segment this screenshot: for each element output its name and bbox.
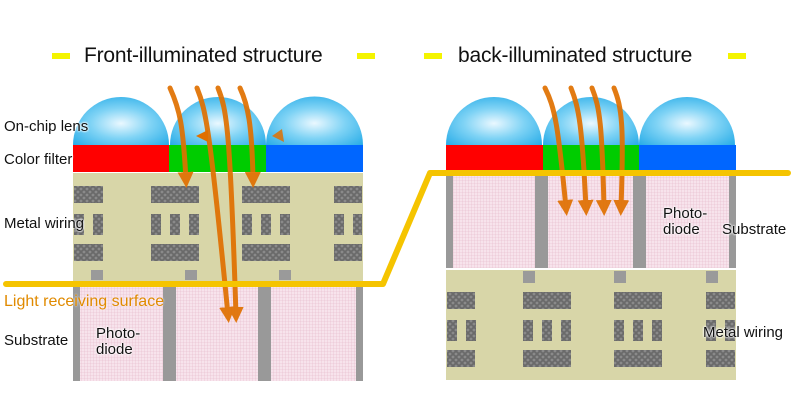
back-contact xyxy=(614,271,626,283)
front-metal-post xyxy=(189,214,199,235)
title-decoration xyxy=(357,53,375,59)
back-separator xyxy=(446,172,453,268)
back-substrate xyxy=(446,172,736,268)
photodiode-line1: Photo- xyxy=(96,325,141,342)
back-wiring-layer xyxy=(446,270,736,380)
front-lens xyxy=(73,97,169,145)
front-lens xyxy=(266,96,363,145)
label-light-receiving-surface: Light receiving surface xyxy=(4,293,165,310)
front-light-ray xyxy=(215,85,244,323)
front-substrate xyxy=(73,286,363,381)
title-decoration xyxy=(424,53,442,59)
label-photodiode-front: Photo- diode xyxy=(96,326,140,358)
front-contact xyxy=(91,270,103,280)
front-metal-post xyxy=(74,214,84,235)
front-metal-post xyxy=(93,214,103,235)
front-metal-bar xyxy=(334,186,362,203)
back-metal-bar xyxy=(523,350,571,367)
front-metal-bar xyxy=(74,186,103,203)
back-contact xyxy=(706,271,718,283)
back-metal-bar xyxy=(614,292,662,309)
back-separator xyxy=(729,172,736,268)
front-metal-bar xyxy=(151,186,199,203)
label-color-filter: Color filter xyxy=(4,151,73,168)
back-structure xyxy=(446,85,736,380)
back-metal-bar xyxy=(614,350,662,367)
back-metal-bar xyxy=(523,292,571,309)
label-substrate-back: Substrate xyxy=(722,221,787,238)
front-red-filter xyxy=(73,145,169,172)
label-metal-wiring-back: Metal wiring xyxy=(703,324,784,341)
front-light-ray xyxy=(167,85,194,188)
back-title: back-illuminated structure xyxy=(458,44,693,67)
back-metal-bar xyxy=(706,350,735,367)
label-substrate-front: Substrate xyxy=(4,332,69,349)
back-metal-post xyxy=(466,320,476,341)
back-metal-post xyxy=(725,320,735,341)
back-metal-post xyxy=(652,320,662,341)
label-on-chip-lens: On-chip lens xyxy=(4,118,89,135)
back-red-filter xyxy=(446,145,543,171)
back-light-rays xyxy=(542,85,630,216)
label-metal-wiring-front: Metal wiring xyxy=(4,215,85,232)
back-metal-post xyxy=(542,320,552,341)
light-receiving-surface-line xyxy=(3,170,791,287)
photodiode-line1: Photo- xyxy=(663,205,708,222)
back-metal-post xyxy=(561,320,571,341)
back-light-ray xyxy=(611,85,630,216)
front-metal-post xyxy=(261,214,271,235)
front-light-ray xyxy=(237,85,261,188)
label-photodiode-back: Photo- diode xyxy=(663,206,707,238)
photodiode-line2: diode xyxy=(663,221,700,238)
title-decoration xyxy=(52,53,70,59)
back-light-ray xyxy=(589,85,612,216)
front-metal-bar xyxy=(334,244,362,261)
front-reflection-arrow xyxy=(196,130,208,142)
back-metal-post xyxy=(614,320,624,341)
back-contact xyxy=(523,271,535,283)
front-metal-bar xyxy=(151,244,199,261)
front-light-rays xyxy=(167,85,261,323)
front-metal-post xyxy=(151,214,161,235)
back-metal-bar xyxy=(706,292,735,309)
front-separator xyxy=(73,286,80,381)
front-reflection-arrow xyxy=(272,129,284,142)
back-metal-post xyxy=(706,320,716,341)
front-blue-filter xyxy=(266,145,363,172)
front-separator xyxy=(258,286,271,381)
front-contact xyxy=(185,270,197,280)
front-metal-bar xyxy=(242,244,290,261)
front-contact xyxy=(279,270,291,280)
front-lens xyxy=(170,97,266,145)
front-metal-bar xyxy=(74,244,103,261)
front-structure xyxy=(73,85,363,381)
front-metal-post xyxy=(170,214,180,235)
back-metal-post xyxy=(447,320,457,341)
back-separator xyxy=(535,172,548,268)
photodiode-line2: diode xyxy=(96,341,133,358)
back-lens xyxy=(446,97,542,145)
back-metal-bar xyxy=(447,350,475,367)
front-light-ray xyxy=(194,85,236,323)
back-metal-bar xyxy=(447,292,475,309)
back-lens xyxy=(543,97,639,145)
front-separator xyxy=(163,286,176,381)
back-light-ray xyxy=(568,85,594,216)
title-decoration xyxy=(728,53,746,59)
front-metal-post xyxy=(334,214,344,235)
front-metal-bar xyxy=(242,186,290,203)
back-metal-post xyxy=(523,320,533,341)
front-metal-post xyxy=(242,214,252,235)
front-metal-post xyxy=(280,214,290,235)
back-blue-filter xyxy=(639,145,736,171)
front-metal-post xyxy=(353,214,362,235)
back-light-ray xyxy=(542,85,574,216)
front-title: Front-illuminated structure xyxy=(84,44,323,67)
back-separator xyxy=(633,172,646,268)
back-lens xyxy=(639,97,735,145)
back-metal-post xyxy=(633,320,643,341)
front-separator xyxy=(356,286,363,381)
